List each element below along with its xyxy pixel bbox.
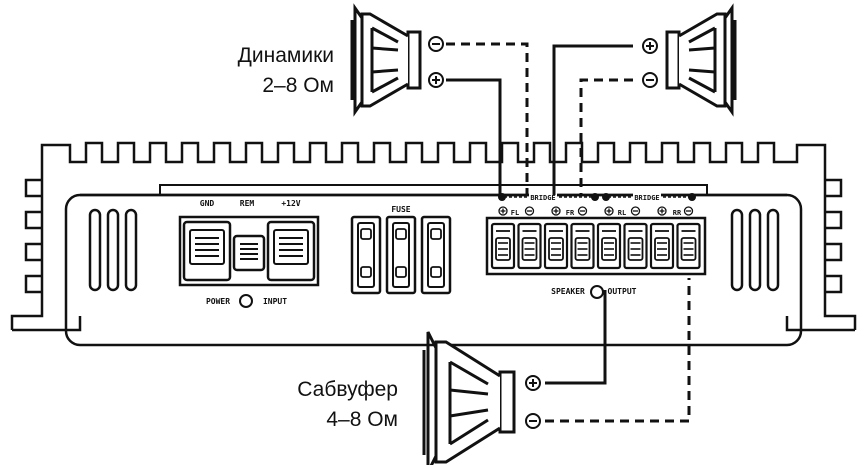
wire-sub-minus — [545, 278, 691, 423]
speaker-terminal-rr-minus[interactable] — [676, 222, 701, 270]
wire-left-speaker-plus — [446, 78, 502, 195]
terminal-right-speaker-plus-icon — [642, 38, 658, 54]
label-fl: FL — [511, 209, 519, 217]
terminal-gnd-threads — [195, 237, 219, 257]
power-led — [239, 294, 253, 308]
wire-sub-plus — [545, 290, 607, 385]
speaker-terminal-fl-minus[interactable] — [517, 222, 542, 270]
speaker-left-icon — [350, 3, 422, 117]
terminal-gnd-screw — [189, 229, 225, 265]
polarity-mark-rl-plus — [604, 206, 614, 216]
wires — [446, 42, 691, 423]
terminal-12v-screw — [273, 229, 309, 265]
polarity-mark-fr-plus — [551, 206, 561, 216]
label-fr: FR — [566, 209, 575, 217]
polarity-mark-rl-minus — [630, 206, 641, 216]
label-power: POWER — [206, 297, 230, 306]
fuse-1[interactable] — [350, 215, 382, 295]
bridge-right-minus-dot — [688, 193, 696, 201]
speaker-output-block: BRIDGE BRIDGE FL FR RL RR SPEAKER OUTPUT — [485, 192, 707, 299]
amplifier-heatsink-outline — [10, 141, 857, 330]
speaker-terminal-fl-plus[interactable] — [490, 222, 516, 270]
amplifier-mount-foot-right — [785, 316, 855, 332]
polarity-marks — [498, 206, 694, 216]
label-speaker: SPEAKER — [551, 287, 585, 296]
label-12v: +12V — [281, 199, 300, 208]
speaker-terminal-fr-plus[interactable] — [543, 222, 569, 270]
subwoofer-label-line2: 4–8 Ом — [326, 408, 398, 431]
amplifier-side-fins-left — [24, 178, 42, 294]
speakers-label-line2: 2–8 Ом — [262, 74, 334, 97]
speaker-terminal-rl-minus[interactable] — [623, 222, 648, 270]
panel-inner-top — [159, 184, 708, 195]
polarity-mark-fl-minus — [524, 206, 535, 216]
label-gnd: GND — [200, 199, 215, 208]
power-terminal-block: GND REM +12V POWER INPUT — [178, 199, 320, 308]
wire-left-speaker-minus — [446, 42, 529, 195]
polarity-mark-fl-plus — [498, 206, 508, 216]
label-bridge-right: BRIDGE — [634, 194, 659, 202]
terminal-12v-threads — [279, 237, 303, 257]
label-rl: RL — [618, 209, 626, 217]
speaker-led — [590, 285, 604, 299]
subwoofer-label-line1: Сабвуфер — [297, 378, 398, 401]
polarity-mark-rr-minus — [683, 206, 694, 216]
label-fuse: FUSE — [391, 205, 410, 214]
terminal-left-speaker-minus-icon — [428, 36, 444, 52]
label-rr: RR — [673, 209, 682, 217]
subwoofer-icon — [422, 331, 516, 465]
fuse-3[interactable] — [420, 215, 452, 295]
terminal-sub-plus-icon — [525, 375, 541, 391]
speakers-label-line1: Динамики — [238, 44, 334, 67]
terminal-rem-threads — [240, 243, 258, 260]
polarity-mark-rr-plus — [657, 206, 667, 216]
terminal-sub-minus-icon — [525, 413, 541, 429]
speaker-terminal-fr-minus[interactable] — [570, 222, 595, 270]
label-bridge-left: BRIDGE — [530, 194, 555, 202]
vent-slots-left — [88, 208, 138, 292]
speaker-right-icon — [665, 3, 737, 117]
vent-slots-right — [730, 208, 780, 292]
speaker-terminal-rl-plus[interactable] — [596, 222, 622, 270]
amplifier-mount-foot-left — [12, 316, 82, 332]
terminal-left-speaker-plus-icon — [428, 72, 444, 88]
polarity-mark-fr-minus — [577, 206, 588, 216]
amplifier-side-fins-right — [825, 178, 843, 294]
bridge-right-plus-dot — [602, 193, 610, 201]
power-terminal-housing — [178, 215, 320, 287]
label-input: INPUT — [263, 297, 287, 306]
wire-right-speaker-minus — [579, 78, 633, 195]
speaker-terminals — [490, 222, 701, 270]
bridge-left-minus-dot — [591, 193, 599, 201]
label-output: OUTPUT — [608, 287, 637, 296]
wire-right-speaker-plus — [552, 44, 633, 195]
amplifier — [10, 141, 857, 347]
speaker-terminal-housing — [485, 216, 707, 276]
terminal-right-speaker-minus-icon — [642, 72, 658, 88]
speaker-terminal-rr-plus[interactable] — [649, 222, 675, 270]
fuse-block: FUSE — [350, 205, 452, 295]
label-rem: REM — [240, 199, 255, 208]
fuse-2[interactable] — [385, 215, 417, 295]
